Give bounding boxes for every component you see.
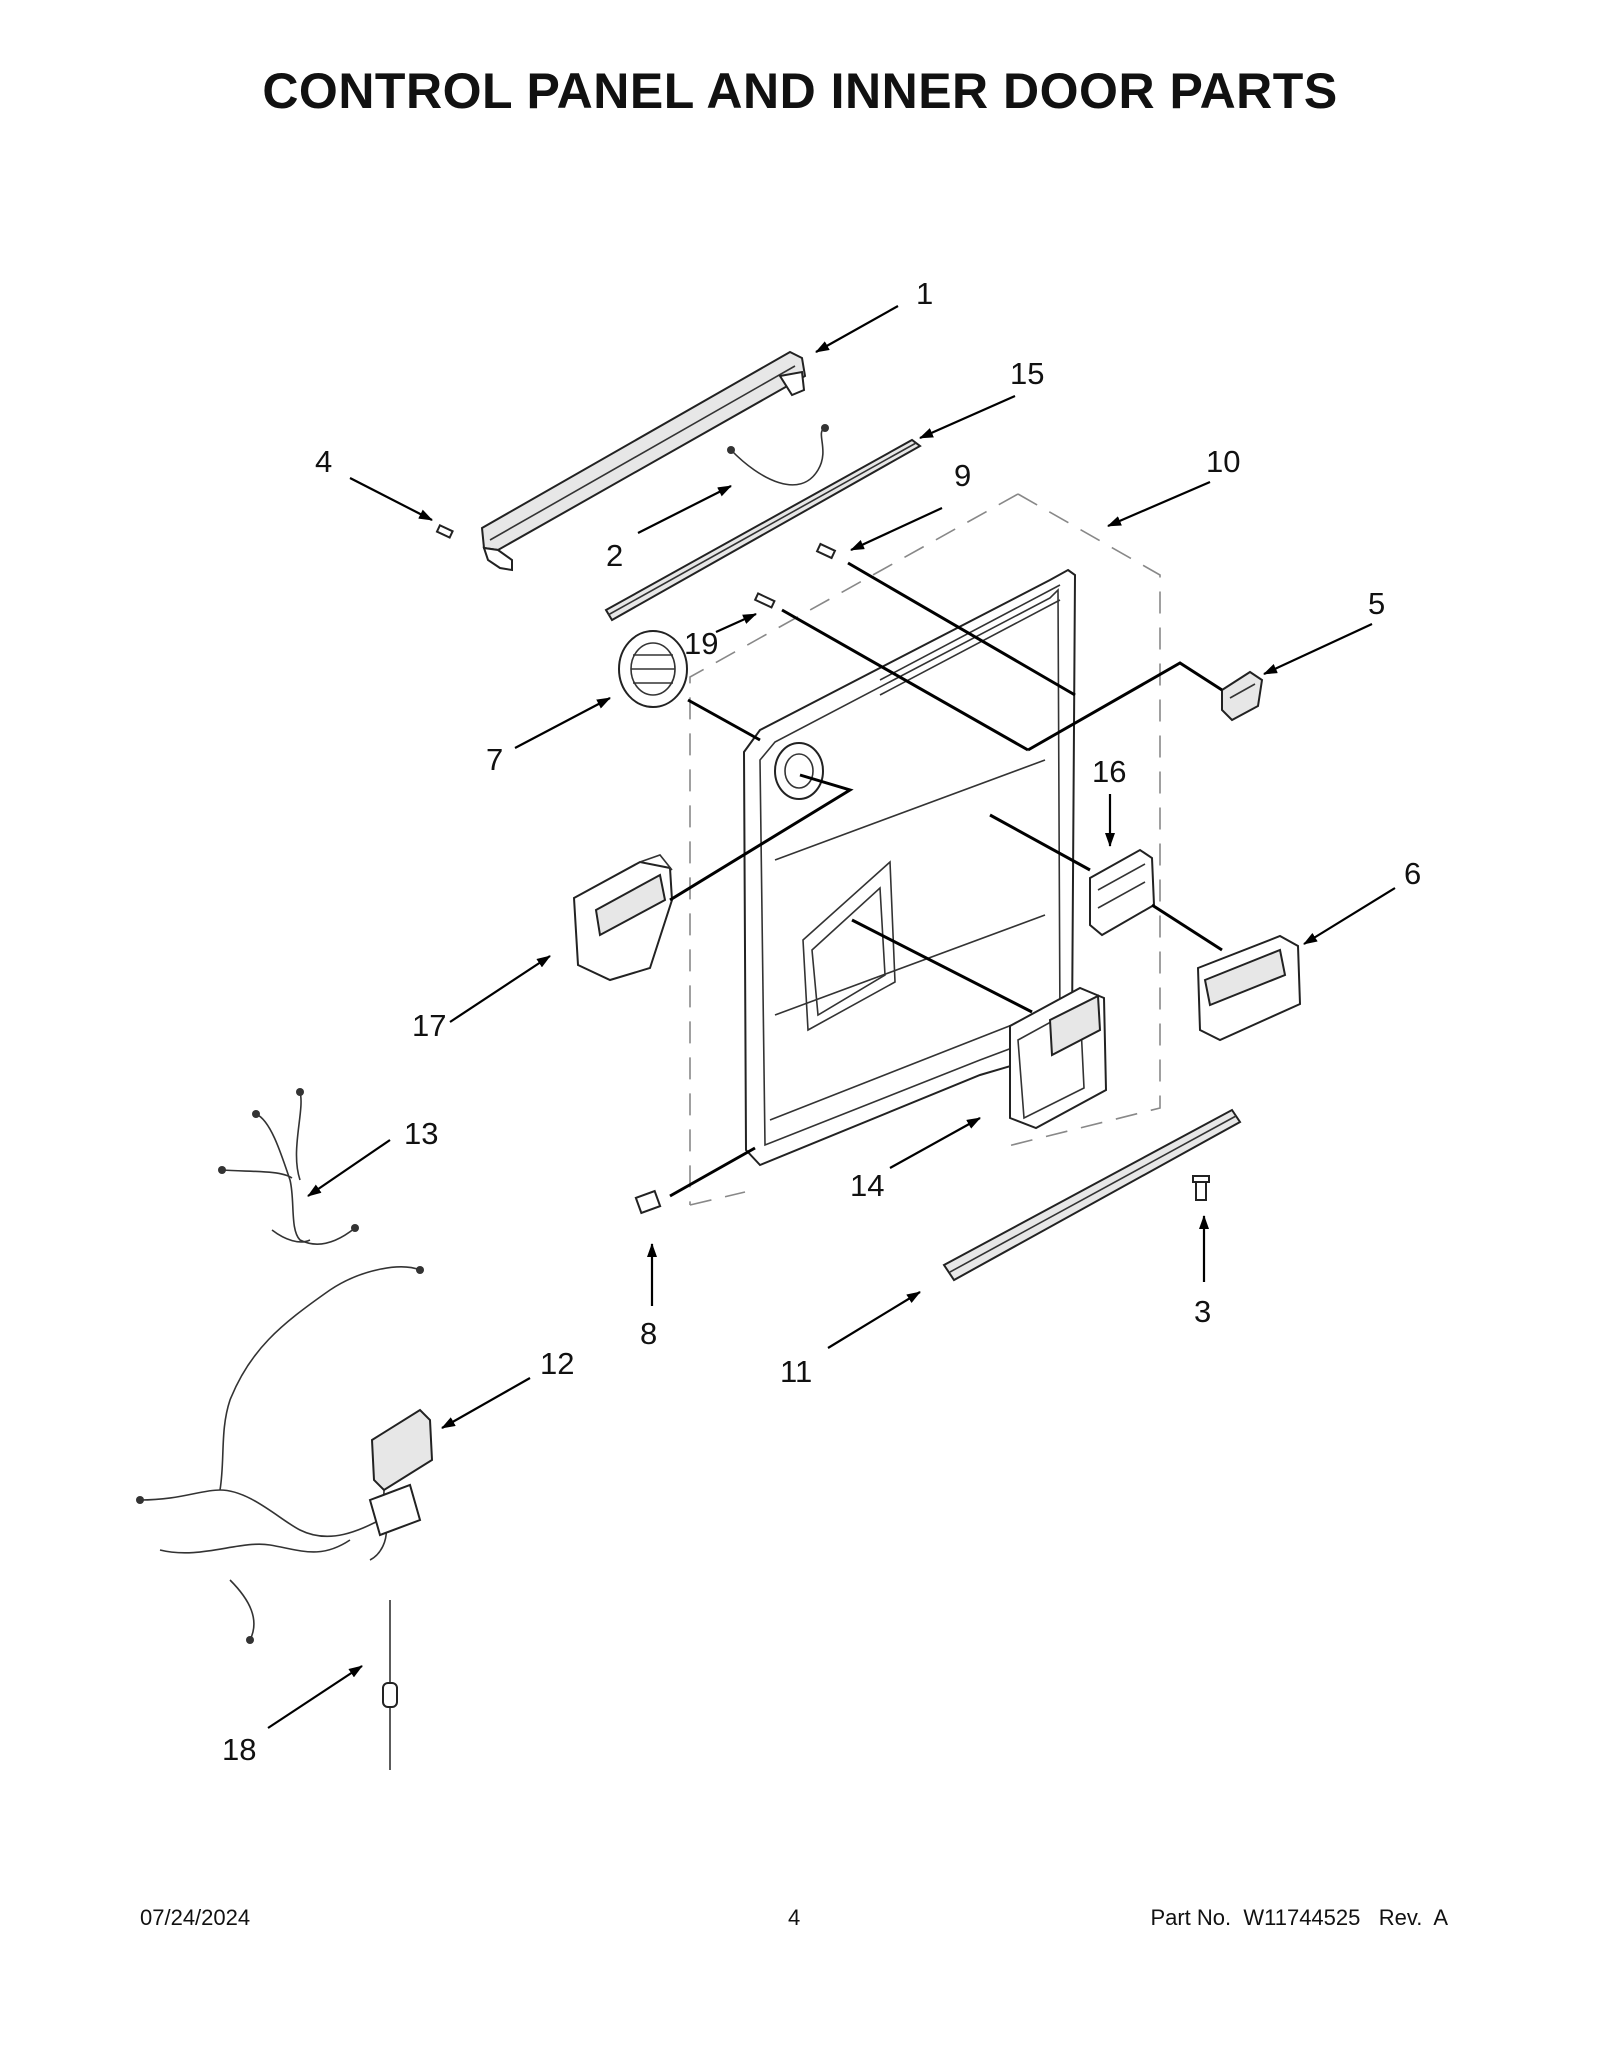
footer-date: 07/24/2024 — [140, 1905, 251, 1930]
callout-4: 4 — [315, 444, 332, 479]
page-title: CONTROL PANEL AND INNER DOOR PARTS — [262, 63, 1338, 119]
callout-3: 3 — [1194, 1294, 1211, 1329]
callout-5: 5 — [1368, 586, 1385, 621]
callout-9: 9 — [954, 458, 971, 493]
inner-door-panel — [742, 568, 1077, 1167]
callout-18: 18 — [222, 1732, 256, 1767]
part-10-outer-door-outline — [689, 493, 1161, 1206]
callout-14: 14 — [850, 1168, 884, 1203]
footer-page-number: 4 — [788, 1905, 801, 1930]
callout-8: 8 — [640, 1316, 657, 1351]
part-5-latch — [1221, 670, 1264, 722]
callout-12: 12 — [540, 1346, 574, 1381]
part-13-harness — [218, 1088, 359, 1245]
part-2-wire — [727, 424, 829, 486]
part-16-bracket — [1089, 848, 1156, 937]
footer-part-number: Part No. W11744525 Rev. A — [1150, 1905, 1448, 1930]
part-12-main-harness — [136, 1266, 434, 1644]
part-17-dispenser — [572, 854, 674, 982]
part-3-screw — [1192, 1175, 1210, 1201]
part-15-strip — [604, 438, 922, 622]
leader-arrows — [267, 305, 1396, 1729]
callout-13: 13 — [404, 1116, 438, 1151]
part-6-control-module — [1196, 934, 1302, 1042]
callout-6: 6 — [1404, 856, 1421, 891]
connection-lines — [669, 561, 1223, 1198]
part-18-fuse — [382, 1600, 398, 1770]
part-1-control-panel-trim — [480, 350, 807, 572]
callout-10: 10 — [1206, 444, 1240, 479]
callout-16: 16 — [1092, 754, 1126, 789]
callout-1: 1 — [916, 276, 933, 311]
part-8-screw — [634, 1189, 662, 1215]
part-9-screw — [815, 542, 837, 560]
part-14-ui-module — [1009, 986, 1108, 1130]
part-4-screw — [435, 523, 454, 539]
callout-11: 11 — [780, 1354, 812, 1389]
callout-15: 15 — [1010, 356, 1044, 391]
part-11-bottom-strip — [942, 1108, 1242, 1282]
callout-labels: 1 2 3 4 5 6 7 8 9 10 11 12 13 14 15 16 1… — [222, 276, 1421, 1767]
part-7-vent — [618, 630, 688, 708]
callout-17: 17 — [412, 1008, 446, 1043]
callout-19: 19 — [684, 626, 718, 661]
callout-2: 2 — [606, 538, 623, 573]
part-19-screw — [753, 592, 776, 609]
callout-7: 7 — [486, 742, 503, 777]
